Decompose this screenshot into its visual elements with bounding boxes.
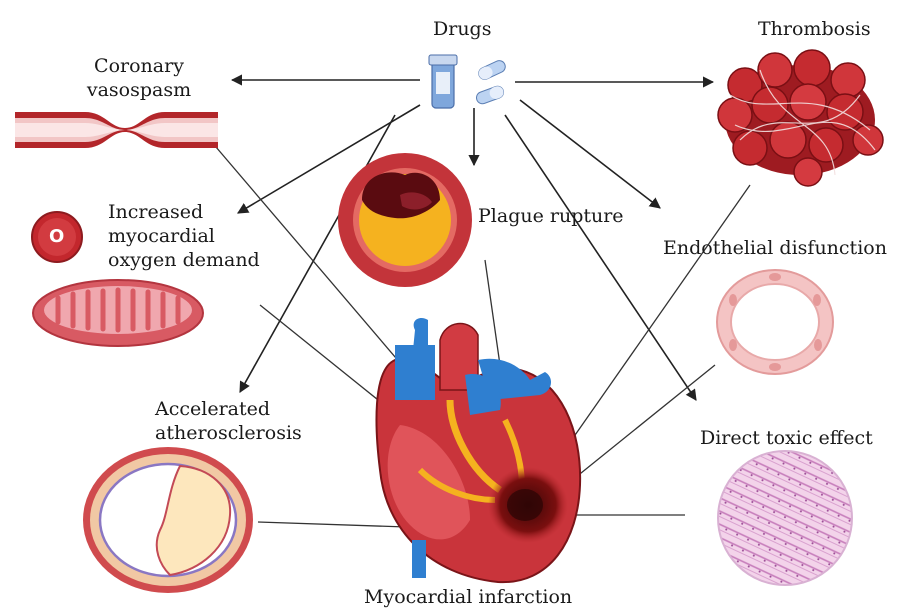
drugs-label: Drugs: [433, 17, 491, 41]
mitochondrion-icon: [33, 280, 203, 346]
oxygen-demand-line-3: oxygen demand: [108, 248, 260, 272]
tissue-sample-icon: [718, 451, 852, 585]
thrombosis-label: Thrombosis: [758, 17, 871, 41]
atherosclerosis-line-2: atherosclerosis: [155, 421, 302, 445]
toxic-effect-label: Direct toxic effect: [700, 426, 873, 450]
arrow-to-endothelial: [520, 100, 660, 208]
atherosclerosis-label: Accelerated atherosclerosis: [155, 397, 302, 445]
atherosclerosis-line-1: Accelerated: [155, 397, 302, 421]
atherosclerosis-artery-icon: [83, 447, 253, 593]
coronary-vasospasm-line-1: Coronary: [80, 54, 198, 78]
oxygen-demand-label: Increased myocardial oxygen demand: [108, 200, 260, 272]
myocardial-infarction-label: Myocardial infarction: [364, 585, 572, 609]
plaque-rupture-icon: [338, 153, 472, 287]
arrow-endothelial-to-heart: [560, 365, 715, 490]
oxygen-demand-line-2: myocardial: [108, 224, 260, 248]
endothelial-ring-icon: [717, 270, 833, 374]
heart-icon: [376, 318, 580, 582]
oxygen-symbol-label: O: [49, 225, 64, 249]
vasospasm-vessel-icon: [15, 112, 218, 148]
coronary-vasospasm-label: Coronary vasospasm: [80, 54, 198, 102]
thrombosis-icon: [718, 50, 883, 186]
coronary-vasospasm-line-2: vasospasm: [80, 78, 198, 102]
endothelial-label: Endothelial disfunction: [663, 236, 887, 260]
drugs-icon: [429, 55, 507, 108]
oxygen-demand-line-1: Increased: [108, 200, 260, 224]
plaque-rupture-label: Plague rupture: [478, 204, 624, 228]
